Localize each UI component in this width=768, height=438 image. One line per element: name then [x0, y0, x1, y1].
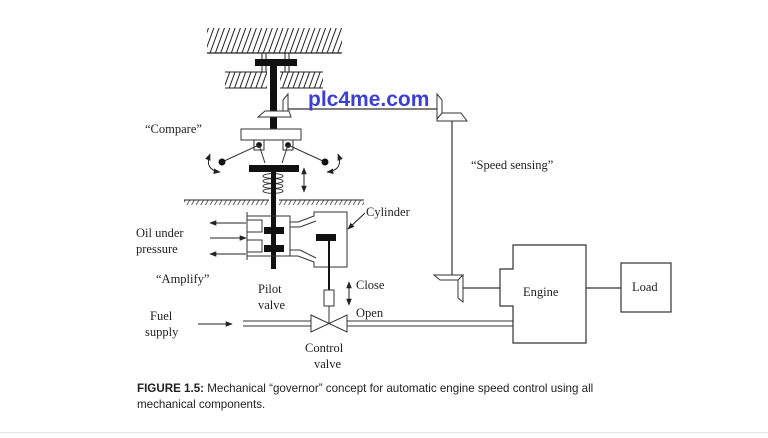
control-label: Control — [305, 341, 344, 355]
bottom-divider — [0, 432, 768, 433]
compare-label: “Compare” — [145, 122, 202, 136]
valve-actuator — [323, 289, 335, 307]
caption-text-1: Mechanical “governor” concept for automa… — [204, 382, 594, 395]
supply-label: supply — [145, 325, 179, 339]
caption-line-1: FIGURE 1.5: Mechanical “governor” concep… — [137, 381, 697, 397]
control-valve — [310, 314, 348, 333]
pilot-spool-lower — [264, 245, 284, 252]
oil-under-label: Oil under — [136, 226, 184, 240]
governor-shaft — [270, 62, 277, 130]
open-label: Open — [356, 306, 384, 320]
figure-number: FIGURE 1.5: — [137, 382, 204, 395]
fuel-pipe — [243, 320, 513, 327]
pilot-valve-label: valve — [258, 298, 286, 312]
figure-caption: FIGURE 1.5: Mechanical “governor” concep… — [137, 381, 697, 413]
cylinder-label: Cylinder — [366, 205, 411, 219]
bevel-gear-right-bottom — [432, 273, 464, 304]
caption-line-2: mechanical components. — [137, 398, 266, 411]
engine-block — [499, 244, 587, 344]
lower-floor — [184, 199, 364, 205]
cylinder-pointer-icon — [347, 212, 366, 230]
pilot-label: Pilot — [258, 282, 282, 296]
control-valve-label: valve — [314, 357, 342, 371]
pilot-valve-body — [246, 212, 291, 260]
close-label: Close — [356, 278, 385, 292]
flyweight-left — [218, 158, 226, 166]
hydraulic-lines — [290, 211, 348, 268]
fuel-label: Fuel — [150, 309, 173, 323]
rotation-arrow-right-icon — [326, 153, 343, 175]
bevel-gear-left — [256, 92, 292, 118]
watermark: plc4me.com — [308, 88, 429, 111]
pressure-label: pressure — [136, 242, 178, 256]
bevel-gear-right-top — [436, 92, 468, 122]
flyweight-arms — [221, 144, 326, 164]
pilot-valve-stem — [271, 172, 276, 269]
rotation-arrow-left-icon — [205, 153, 221, 174]
engine-label: Engine — [523, 285, 559, 299]
flyweight-carrier — [240, 128, 302, 141]
speed-sensing-label: “Speed sensing” — [471, 158, 553, 172]
cylinder-piston — [316, 234, 336, 241]
load-label: Load — [632, 280, 658, 294]
flyweight-right — [321, 158, 329, 166]
amplify-label: “Amplify” — [156, 272, 209, 286]
load-block — [620, 262, 672, 313]
guide-plate — [225, 71, 323, 89]
ceiling-support — [207, 28, 342, 54]
spring-seat — [249, 165, 299, 172]
pilot-spool-upper — [264, 227, 284, 234]
